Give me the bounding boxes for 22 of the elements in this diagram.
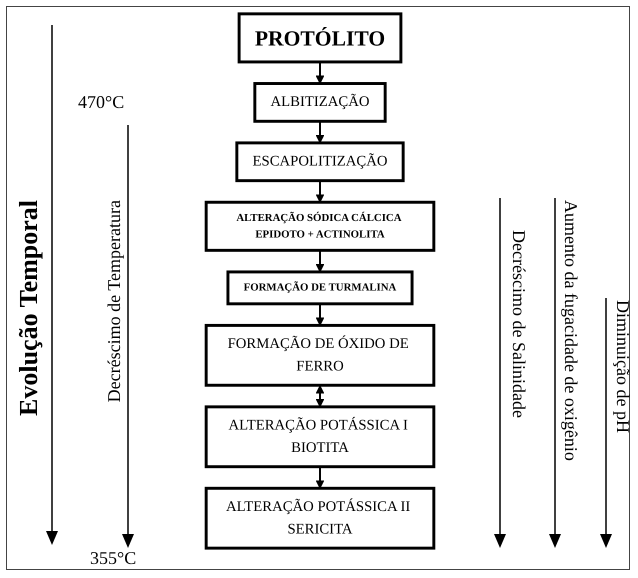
axis-label: Decréscimo de Temperatura bbox=[104, 200, 125, 402]
node-box: ALTERAÇÃO SÓDICA CÁLCICA EPIDOTO + ACTINOLITA bbox=[204, 200, 436, 252]
arrow bbox=[316, 62, 324, 84]
node-box: FORMAÇÃO DE ÓXIDO DE FERRO bbox=[204, 324, 436, 387]
axis-label: Diminuição de pH bbox=[612, 300, 633, 433]
arrow bbox=[316, 466, 324, 489]
node-box: ALBITIZAÇÃO bbox=[253, 82, 387, 123]
node-box: ESCAPOLITIZAÇÃO bbox=[235, 141, 405, 182]
temperature-label: 470°C bbox=[78, 92, 124, 113]
arrow bbox=[316, 121, 324, 144]
axis-label: Decréscimo de Salinidade bbox=[508, 230, 529, 418]
arrow bbox=[316, 304, 324, 326]
node-box: ALTERAÇÃO POTÁSSICA II SERICITA bbox=[204, 486, 436, 550]
temperature-label: 355°C bbox=[90, 548, 136, 569]
node-box: PROTÓLITO bbox=[238, 12, 402, 64]
node-box: ALTERAÇÃO POTÁSSICA I BIOTITA bbox=[204, 405, 436, 468]
axis-label: Aumento da fugacidade de oxigênio bbox=[560, 200, 581, 461]
arrow bbox=[316, 385, 324, 408]
arrow bbox=[316, 180, 324, 203]
axis-label: Evolução Temporal bbox=[14, 200, 44, 416]
arrow bbox=[316, 250, 324, 272]
node-box: FORMAÇÃO DE TURMALINA bbox=[226, 270, 414, 306]
